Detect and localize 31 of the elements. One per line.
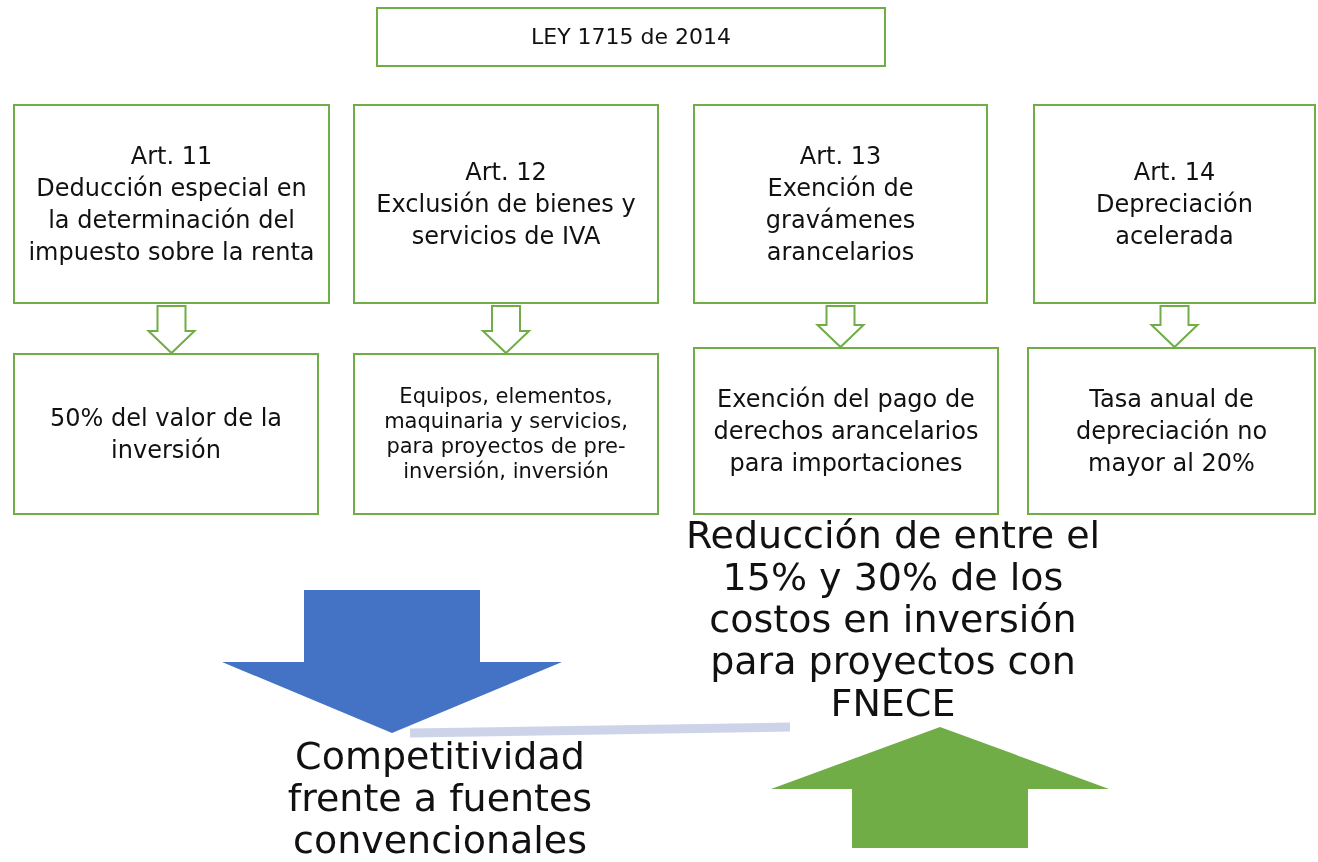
article-box	[693, 104, 988, 304]
title-box	[376, 7, 886, 67]
benefit-box	[693, 347, 999, 515]
box-text: Exclusión de bienes y servicios de IVA	[375, 189, 637, 252]
block-arrow	[771, 727, 1109, 848]
box-text: LEY 1715 de 2014	[530, 23, 732, 51]
article-number: Art. 11	[130, 141, 213, 172]
box-text: Deducción especial en la determinación del impuesto sobre la renta	[27, 173, 316, 268]
connector-line	[409, 722, 791, 738]
box-text: Tasa anual de depreciación no mayor al 20%	[1074, 384, 1269, 479]
box-text: Depreciación acelerada	[1095, 189, 1254, 252]
article-number: Art. 14	[1133, 157, 1216, 188]
box-text: Exención del pago de derechos arancelarios para importaciones	[712, 384, 980, 479]
outcome-text: Reducción de entre el 15% y 30% de los costos en inversión para proyectos con FNECE	[684, 514, 1102, 724]
box-text: Exención de gravámenes arancelarios	[764, 173, 917, 268]
block-arrow	[146, 305, 197, 355]
block-arrow	[815, 305, 866, 349]
benefit-box	[1027, 347, 1316, 515]
box-text: Equipos, elementos, maquinaria y servicios, para proyectos de pre-inversión, inversión	[383, 384, 629, 484]
block-arrow	[1149, 305, 1200, 349]
benefit-box	[13, 353, 319, 515]
article-number: Art. 13	[799, 141, 882, 172]
article-number: Art. 12	[465, 157, 547, 188]
article-box	[13, 104, 330, 304]
article-box	[353, 104, 659, 304]
article-box	[1033, 104, 1316, 304]
box-text: 50% del valor de la inversión	[49, 403, 283, 466]
benefit-box	[353, 353, 659, 515]
block-arrow	[480, 305, 532, 355]
outcome-text: Competitividad frente a fuentes convencionales	[286, 734, 594, 861]
block-arrow	[222, 590, 562, 733]
